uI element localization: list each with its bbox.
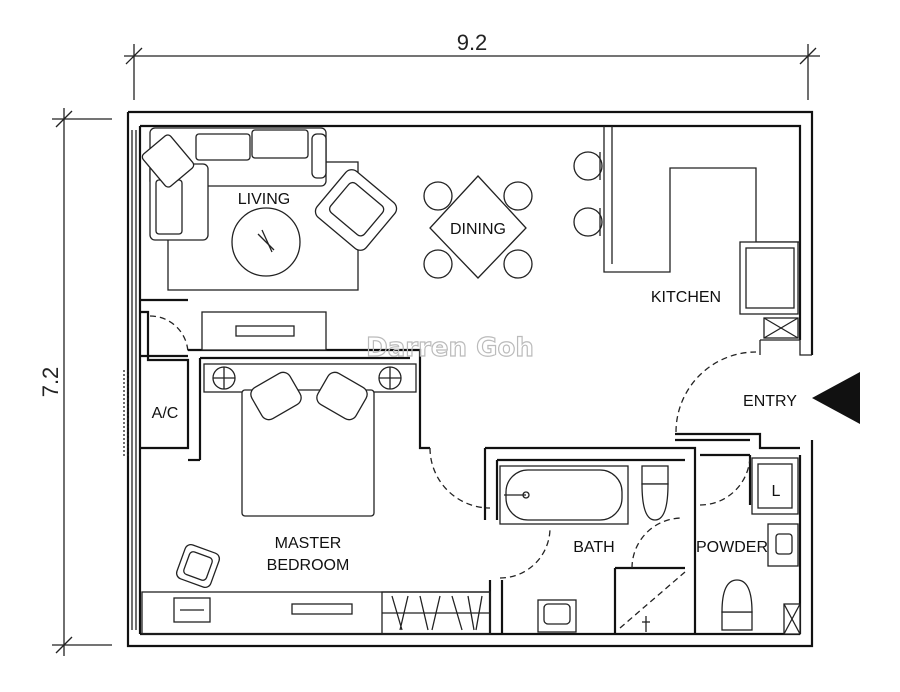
kitchen-counter [603,126,812,356]
bar-stools [573,151,603,237]
appliance-mark: L [772,483,781,500]
watermark: Darren Goh [366,333,534,363]
door-swings [149,315,757,579]
room-label-ac: A/C [152,405,179,422]
window-left [123,130,137,630]
bath-fixtures [499,465,686,633]
room-label-entry: ENTRY [743,393,797,410]
room-label-living: LIVING [238,191,290,208]
width-dimension [124,44,820,100]
living-furniture [141,127,398,291]
room-label-bath: BATH [573,539,614,556]
bedroom-furniture [141,311,491,635]
room-label-powder: POWDER [696,539,768,556]
dining-set [423,175,533,279]
room-label-kitchen: KITCHEN [651,289,721,306]
powder-fixtures [721,457,801,635]
entry-arrow-icon [812,372,860,424]
room-label-master-line1: MASTER [275,535,342,552]
height-dimension-label: 7.2 [38,367,63,398]
width-dimension-label: 9.2 [457,30,488,55]
height-dimension [52,108,112,656]
room-label-master-line2: BEDROOM [267,557,350,574]
interior-walls [140,298,800,634]
room-label-dining: DINING [450,221,506,238]
